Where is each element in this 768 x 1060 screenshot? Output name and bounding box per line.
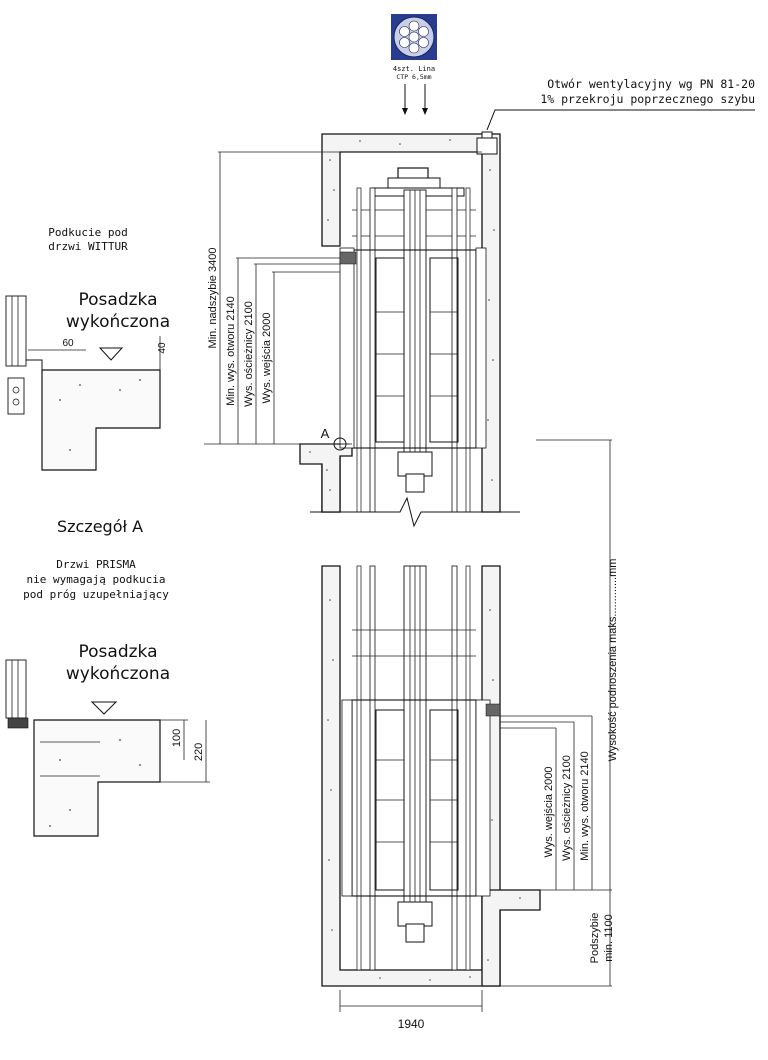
wittur-detail-section [5, 295, 161, 471]
rope-label-1: 4szt. Lina [393, 65, 435, 73]
prisma-note-line-3: pod próg uzupełniający [23, 588, 169, 601]
detail-a-label: A [321, 426, 330, 441]
lower-shaft [321, 565, 541, 987]
pit-dimension-line-2: min. 1100 [603, 914, 615, 962]
prisma-note-line-1: Drzwi PRISMA [56, 558, 136, 571]
shaft-width-dimension: 1940 [398, 1017, 425, 1031]
prisma-floor-label-1: Posadzka [79, 642, 158, 662]
wittur-dimension-40: 40 [157, 342, 168, 354]
bottom-entrance-dimension: Wys. wejścia 2000 [543, 767, 555, 858]
pit-dimension-line-1: Podszybie [589, 913, 601, 964]
upper-dimension-lines [204, 151, 482, 445]
upper-shaft [299, 131, 520, 528]
rope-label-2: CTP 6,5mm [396, 73, 431, 81]
vent-leader [486, 109, 755, 131]
rope-arrows [402, 84, 428, 115]
detail-a-marker [330, 437, 350, 451]
overhead-dimension: Min. nadszybie 3400 [207, 248, 219, 349]
lower-dimension-lines [339, 439, 612, 1012]
top-frame-dimension: Wys. ościeżnicy 2100 [243, 301, 255, 407]
bottom-opening-dimension: Min. wys. otworu 2140 [579, 751, 591, 860]
prisma-floor-label-2: wykończona [66, 664, 170, 684]
prisma-dimension-100: 100 [171, 729, 183, 747]
prisma-detail-section [5, 659, 210, 837]
bottom-frame-dimension: Wys. ościeżnicy 2100 [561, 755, 573, 861]
travel-height-dimension: Wysokość podnoszenia maks.............mm [607, 559, 619, 762]
wittur-title-line-1: Podkucie pod [48, 226, 127, 239]
vent-note-line-2: 1% przekroju poprzecznego szybu [540, 92, 755, 106]
top-opening-dimension: Min. wys. otworu 2140 [225, 296, 237, 405]
vent-note-line-1: Otwór wentylacyjny wg PN 81-20 [547, 77, 755, 91]
detail-a-title: Szczegół A [57, 517, 143, 536]
wittur-floor-label-2: wykończona [66, 312, 170, 332]
prisma-note-line-2: nie wymagają podkucia [26, 573, 165, 586]
top-entrance-dimension: Wys. wejścia 2000 [261, 313, 273, 404]
wittur-dimension-60: 60 [62, 338, 74, 349]
wittur-title-line-2: drzwi WITTUR [48, 240, 128, 253]
prisma-dimension-220: 220 [193, 743, 205, 761]
wittur-floor-label-1: Posadzka [79, 290, 158, 310]
steel-rope-cross-section-icon [391, 14, 437, 60]
